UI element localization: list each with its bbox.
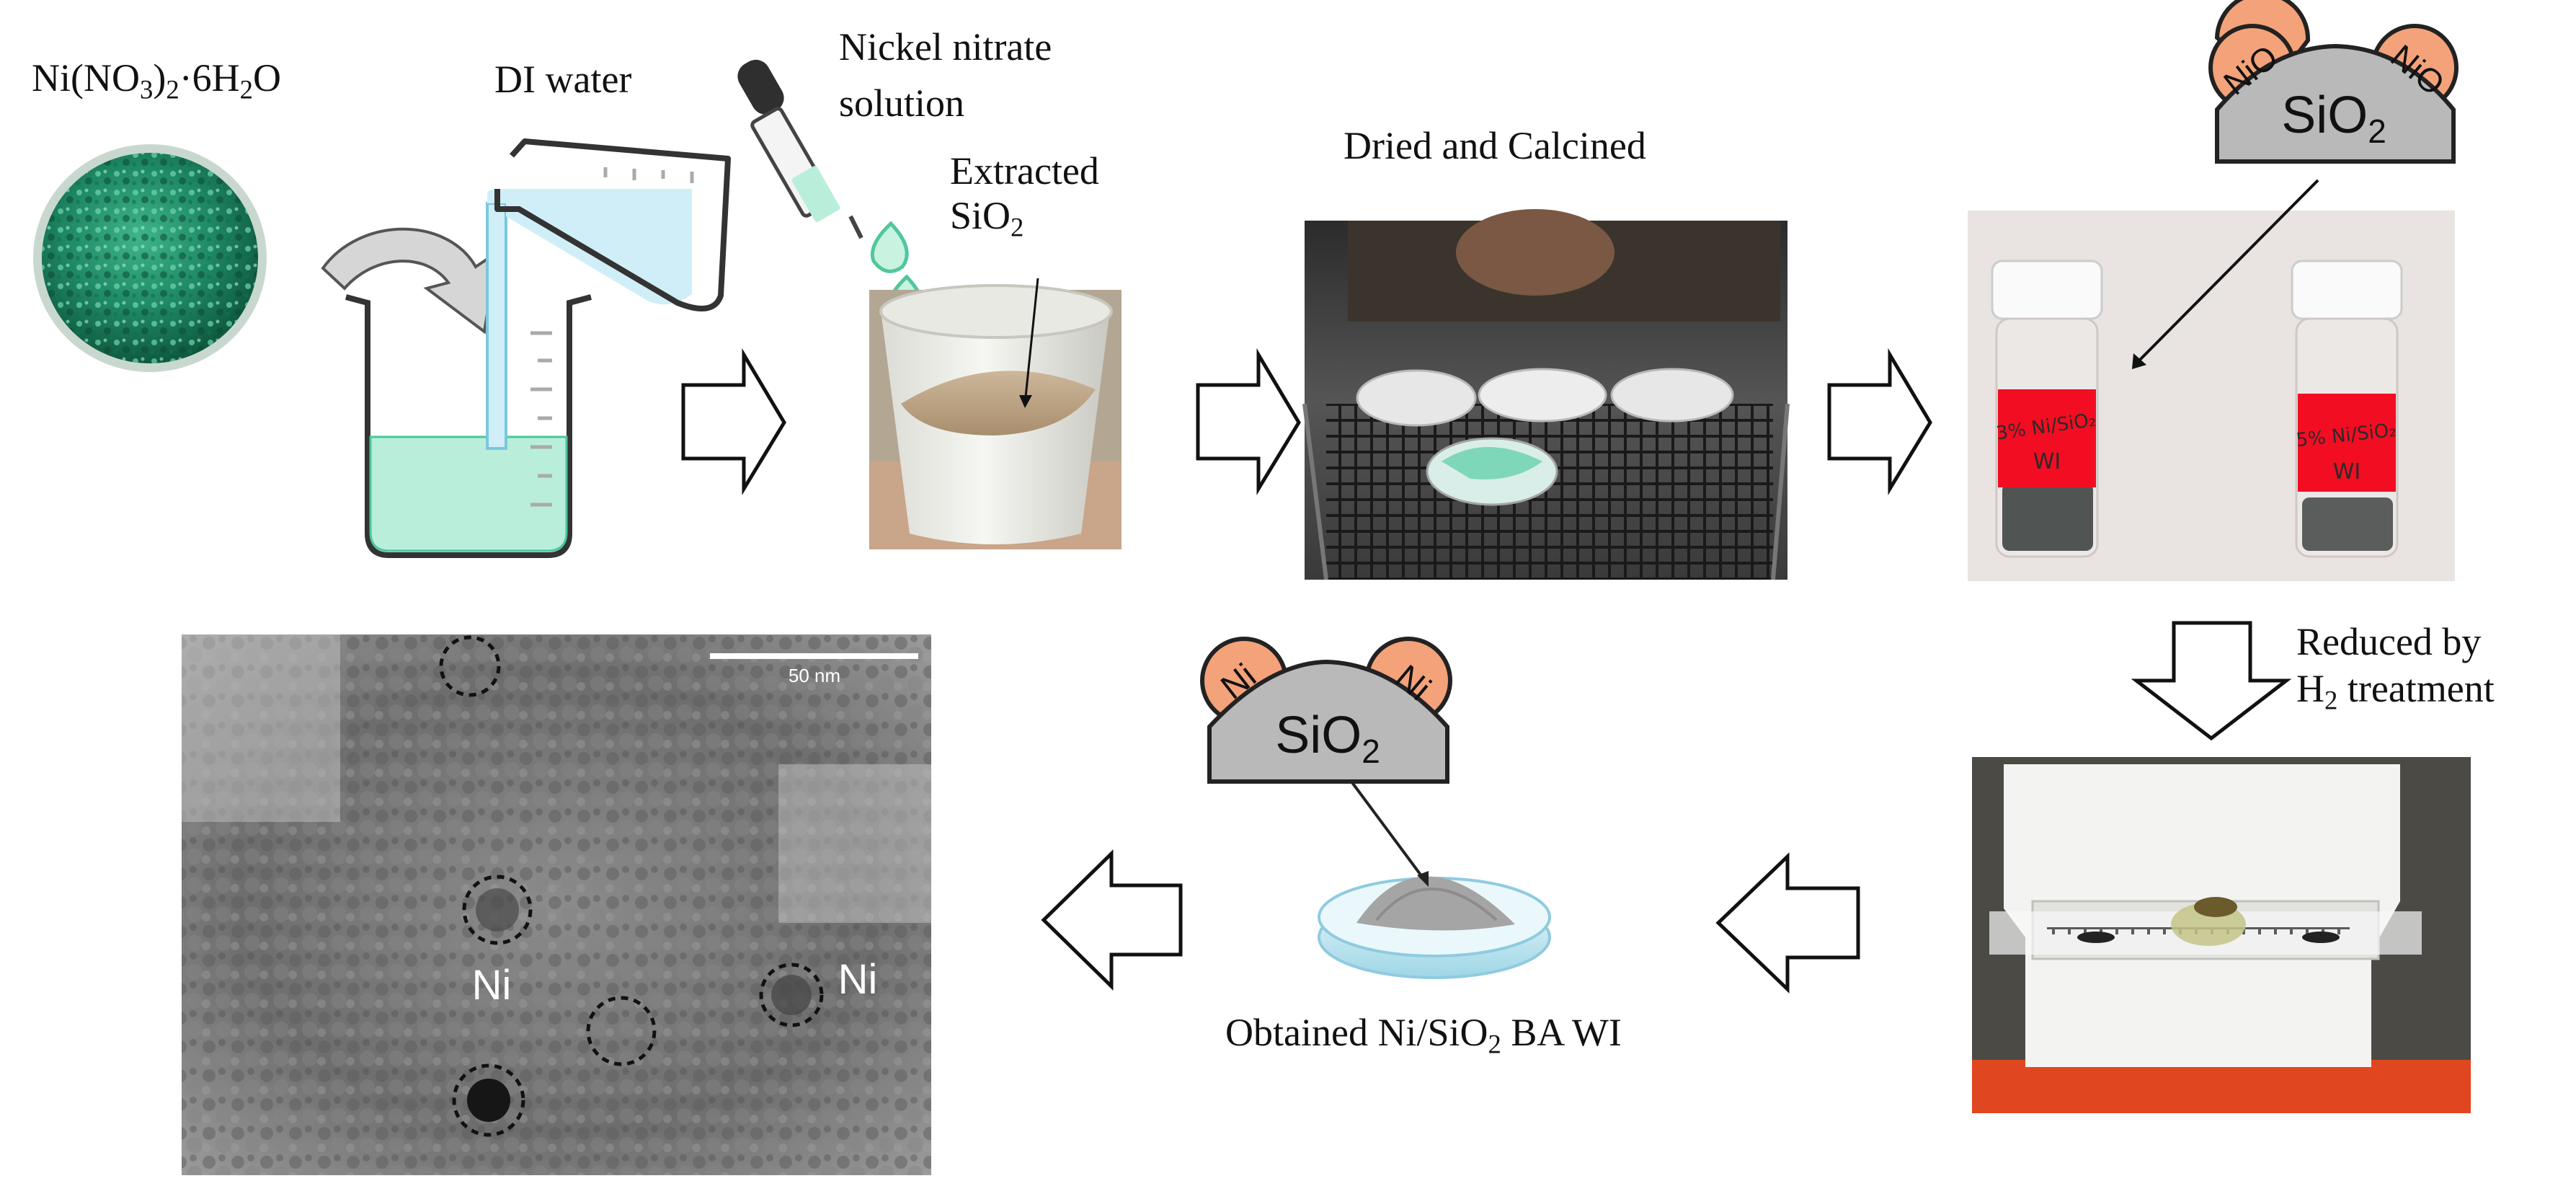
ni-particle-circles <box>439 635 824 1137</box>
scale-bar-label: 50 nm <box>789 665 840 686</box>
ni-sio2-model: Ni Ni SiO2 <box>1200 637 1452 784</box>
arrow-right-3 <box>1827 348 1932 495</box>
dried-calcined-label: Dried and Calcined <box>1343 124 1646 167</box>
arrow-down <box>2131 621 2292 741</box>
nio-sio2-model: NiO NiO SiO2 <box>2132 0 2459 369</box>
petri-dish-powder <box>1318 777 1551 979</box>
sio2-bottom-text: SiO2 <box>1275 707 1380 770</box>
tube-furnace-photo <box>1972 757 2471 1113</box>
sio2-top-text: SiO2 <box>2281 87 2386 150</box>
obtained-label: Obtained Ni/SiO2 BA WI <box>1225 1011 1622 1059</box>
reagent-formula-label: Ni(NO3)2·6H2O <box>32 56 282 105</box>
drying-oven-photo <box>1302 209 1790 580</box>
tem-ni-label-1: Ni <box>472 962 512 1009</box>
crucible-photo <box>869 278 1122 549</box>
tem-image <box>182 634 931 1175</box>
tem-ni-label-2: Ni <box>838 956 878 1003</box>
curved-transfer-arrow <box>321 227 499 335</box>
dropper <box>737 59 863 239</box>
nickel-nitrate-crystals <box>33 144 267 372</box>
beaker <box>345 294 592 558</box>
pouring-flask <box>486 138 731 450</box>
arrow-right-2 <box>1196 348 1301 495</box>
arrow-left-1 <box>1715 852 1860 994</box>
vial-left-label-line2: WI <box>2033 449 2061 474</box>
vial-right-label-line2: WI <box>2333 459 2361 485</box>
vials-photo <box>1968 211 2455 581</box>
di-water-label: DI water <box>494 58 632 101</box>
arrow-left-2 <box>1041 849 1183 991</box>
arrow-right-1 <box>681 348 786 495</box>
